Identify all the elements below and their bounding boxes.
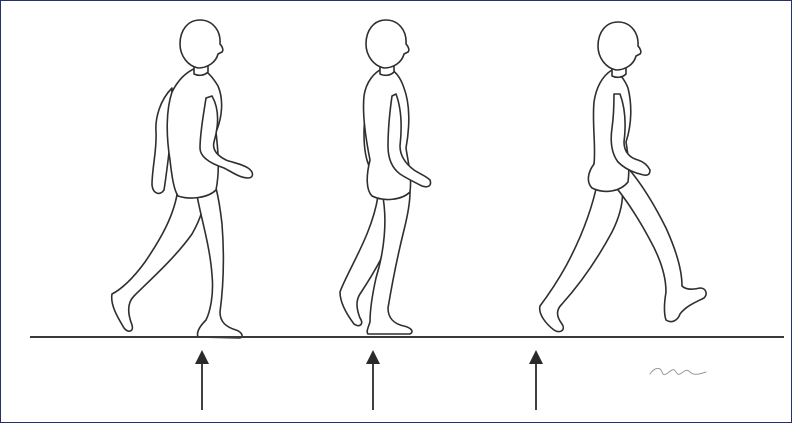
artist-signature — [650, 368, 706, 374]
figure-3-head — [598, 22, 641, 70]
figure-2-torso — [363, 68, 410, 199]
arrow-up-1 — [195, 350, 209, 410]
figure-2-head — [366, 20, 409, 68]
arrow-head-3 — [529, 350, 543, 364]
figure-3-front-leg — [604, 168, 706, 322]
arrow-head-1 — [195, 350, 209, 364]
figure-1-back-leg — [112, 188, 205, 331]
arrow-head-2 — [366, 350, 380, 364]
walking-figure-3 — [540, 22, 706, 332]
arrow-up-2 — [366, 350, 380, 410]
figure-1-front-leg — [196, 188, 242, 338]
figure-1-head — [180, 20, 223, 68]
figure-3-back-leg — [540, 180, 623, 332]
walking-figure-1 — [112, 20, 253, 338]
arrow-up-3 — [529, 350, 543, 410]
walking-figure-2 — [340, 20, 431, 334]
